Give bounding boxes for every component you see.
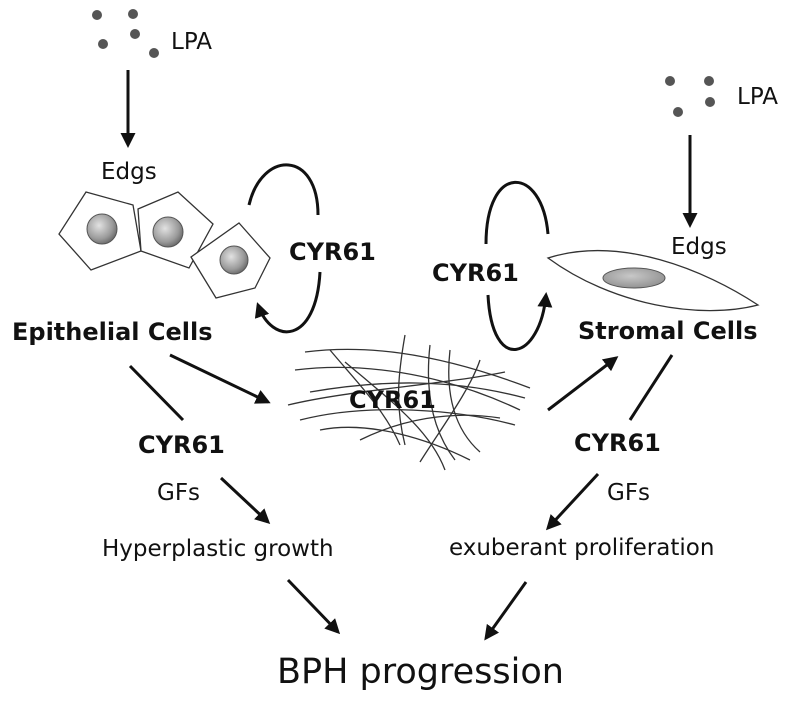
stromal-cells-label: Stromal Cells <box>578 317 758 345</box>
proliferation-to-bph-arrow <box>484 581 528 641</box>
gfs-right-label: GFs <box>607 480 651 506</box>
stromal-cell <box>546 250 760 312</box>
epithelial-cell-3 <box>190 222 271 299</box>
lpa-dots-left <box>92 9 159 58</box>
exuberant-proliferation-label: exuberant proliferation <box>449 535 715 561</box>
cyr61-left-branch-label: CYR61 <box>138 431 225 459</box>
growth-to-bph-arrow <box>286 578 341 635</box>
epithelial-branch-line <box>128 364 185 422</box>
stromal-loop-top-arc <box>484 180 550 245</box>
stromal-branch-line <box>628 354 674 421</box>
gfs-left-label: GFs <box>157 480 201 506</box>
epithelial-cells-label: Epithelial Cells <box>12 318 213 346</box>
edgs-label-right: Edgs <box>671 234 727 260</box>
lpa-dots-right <box>665 76 715 117</box>
lpa-label-right: LPA <box>737 84 778 110</box>
cyr61-matrix-label: CYR61 <box>349 386 436 414</box>
epithelial-to-growth-arrow <box>219 476 271 525</box>
extracellular-matrix-fibers <box>287 334 531 471</box>
stromal-to-proliferation-arrow <box>545 472 600 531</box>
lpa-label-left: LPA <box>171 29 212 55</box>
epithelial-to-matrix-arrow <box>169 353 271 404</box>
epithelial-loop-top-arc <box>247 163 320 216</box>
epithelial-loop-bottom-arc <box>254 271 322 334</box>
hyperplastic-growth-label: Hyperplastic growth <box>102 536 334 562</box>
bph-progression-label: BPH progression <box>277 652 564 692</box>
cyr61-stromal-loop-label: CYR61 <box>432 259 519 287</box>
matrix-to-stromal-arrow <box>547 356 619 412</box>
cyr61-epithelial-loop-label: CYR61 <box>289 238 376 266</box>
stromal-loop-bottom-arc <box>486 292 553 351</box>
epithelial-cell-2 <box>137 191 214 269</box>
cyr61-right-branch-label: CYR61 <box>574 429 661 457</box>
edgs-label-left: Edgs <box>101 159 157 185</box>
epithelial-cell-1 <box>58 191 142 271</box>
